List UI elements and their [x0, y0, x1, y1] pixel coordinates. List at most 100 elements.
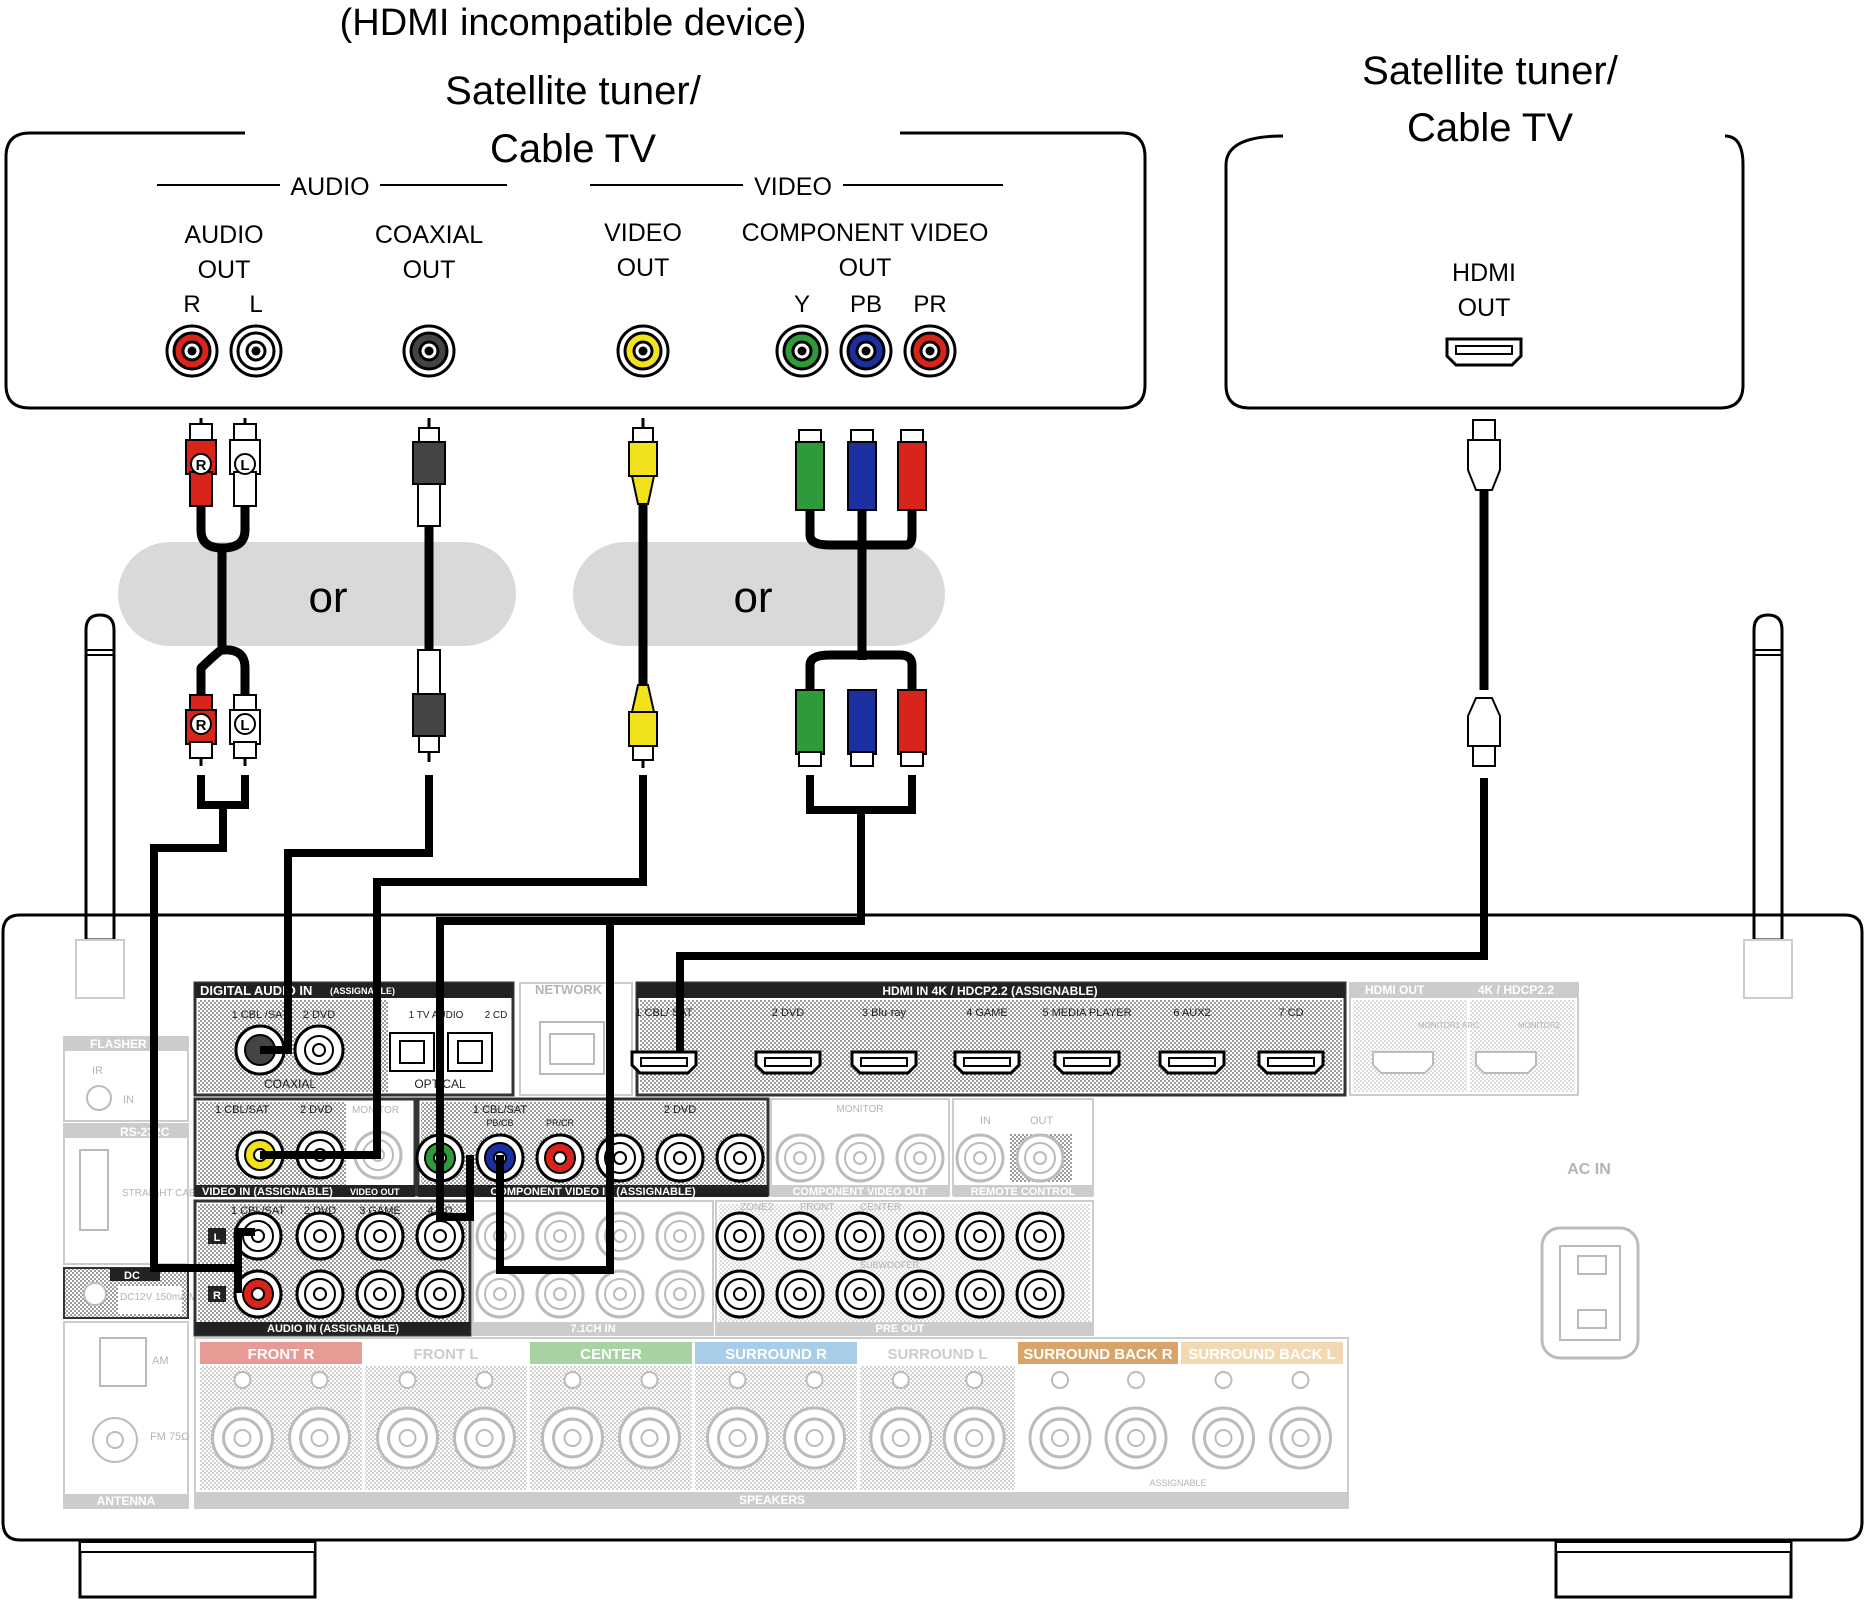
audio-out-label-2: OUT — [198, 256, 251, 284]
straight-cable-label: STRAIGHT CABLE — [122, 1188, 208, 1199]
audio-in-2-r-jack — [295, 1269, 345, 1319]
pre-out-zone2: ZONE2 — [740, 1202, 774, 1213]
hdmi-in-port-slot-5 — [1063, 1057, 1111, 1067]
hdmi-in-label-5: 5 MEDIA PLAYER — [1042, 1007, 1131, 1019]
component-video-out-label: COMPONENT VIDEO OUT — [792, 1186, 927, 1198]
speaker-band-7 — [1181, 1342, 1343, 1364]
speaker-band-label-2: FRONT L — [414, 1346, 479, 1363]
ac-in-label: AC IN — [1567, 1161, 1611, 1178]
pre-out-subwoofer: SUBWOOFER — [860, 1260, 920, 1270]
hdmi-in-label-7: 7 CD — [1278, 1007, 1303, 1019]
right-device-title-1: Satellite tuner/ — [1362, 49, 1619, 93]
am-label: AM — [152, 1355, 169, 1367]
speaker-terminal-7-1 — [1192, 1371, 1255, 1470]
pre-out-bottom-3 — [835, 1269, 885, 1319]
component-plugs — [795, 429, 927, 767]
speaker-terminal-6-2 — [1104, 1371, 1168, 1470]
speaker-band-5 — [860, 1342, 1015, 1364]
left-device-title-2: Cable TV — [490, 127, 656, 171]
audio-in-3-r-jack — [355, 1269, 405, 1319]
speakers-label: SPEAKERS — [739, 1493, 805, 1507]
pre-out-top-1 — [715, 1211, 765, 1261]
assignable-label: ASSIGNABLE — [1149, 1478, 1206, 1488]
pre-out-center: CENTER — [860, 1202, 901, 1213]
monitor2-label: MONITOR2 — [1518, 1021, 1561, 1030]
speaker-terminal-2-1 — [376, 1371, 439, 1470]
speaker-band-label-5: SURROUND L — [888, 1346, 988, 1363]
network-label: NETWORK — [535, 982, 603, 997]
audio-in-l-badge: L — [214, 1232, 221, 1244]
audio-in-label-1: 1 CBL/SAT — [231, 1205, 285, 1217]
hdmi-in-port-slot-2 — [764, 1057, 812, 1067]
foot-left — [78, 1540, 317, 1599]
hdmi-in-port-slot-6 — [1168, 1057, 1216, 1067]
coaxial-label: COAXIAL — [264, 1077, 316, 1091]
hdmi-plugs — [1467, 419, 1501, 767]
coax-plugs — [412, 418, 446, 762]
speaker-band-label-6: SURROUND BACK R — [1023, 1346, 1172, 1363]
hdmi-in-port-slot-7 — [1267, 1057, 1315, 1067]
speaker-terminal-5-1 — [869, 1371, 933, 1470]
video-in-label: VIDEO IN (ASSIGNABLE) — [202, 1186, 333, 1198]
speaker-terminal-3-1 — [541, 1371, 604, 1470]
coax-in-2: 2 DVD — [303, 1009, 335, 1021]
plug-l-top: L — [240, 457, 249, 474]
pre-out-top-4 — [895, 1211, 945, 1261]
audio-in-3-l-jack — [355, 1211, 405, 1261]
pre-out-top-5 — [955, 1211, 1005, 1261]
component-out-label-1: COMPONENT VIDEO — [742, 219, 989, 247]
speaker-band-label-4: SURROUND R — [725, 1346, 827, 1363]
hdmi-in-port-slot-1 — [640, 1057, 688, 1067]
pre-out-bottom-1 — [715, 1269, 765, 1319]
speaker-terminal-1-1 — [211, 1371, 274, 1470]
video-in-1: 1 CBL/SAT — [215, 1104, 269, 1116]
antenna-label: ANTENNA — [97, 1494, 156, 1508]
speaker-band-2 — [365, 1342, 527, 1364]
hdmi-incompatible-note: (HDMI incompatible device) — [340, 2, 807, 44]
av-receiver: DIGITAL AUDIO IN (ASSIGNABLE) 1 CBL /SAT… — [1, 913, 1864, 1599]
left-device-title-1: Satellite tuner/ — [445, 69, 702, 113]
group-audio-label: AUDIO — [290, 173, 369, 201]
speaker-band-1 — [200, 1342, 362, 1364]
component-pb-jack — [839, 324, 893, 378]
speaker-band-label-7: SURROUND BACK L — [1188, 1346, 1336, 1363]
audio-l-jack — [229, 324, 283, 378]
hdmi-in-label-2: 2 DVD — [772, 1007, 804, 1019]
hdmi-in-header: HDMI IN 4K / HDCP2.2 (ASSIGNABLE) — [882, 984, 1097, 998]
ch71-in-label: 7.1CH IN — [570, 1323, 615, 1335]
pre-out-top-2 — [775, 1211, 825, 1261]
rs232c-port — [79, 1149, 109, 1231]
component-in-pr: PR/CR — [546, 1118, 575, 1128]
or-bubble-video — [573, 542, 945, 646]
digital-audio-assignable: (ASSIGNABLE) — [330, 986, 395, 996]
component-pb-label: PB — [850, 291, 882, 318]
audio-r-jack — [165, 324, 219, 378]
remote-in-jack — [955, 1133, 1005, 1183]
audio-in-label: AUDIO IN (ASSIGNABLE) — [267, 1323, 399, 1335]
composite-plugs — [628, 418, 658, 768]
coax-out-label-1: COAXIAL — [375, 221, 483, 249]
component-pr-label: PR — [913, 291, 946, 318]
cable-routes — [150, 775, 1488, 1293]
am-terminal — [99, 1337, 147, 1387]
speaker-band-4 — [695, 1342, 857, 1364]
antenna-right — [1743, 613, 1793, 999]
audio-in-4-r-jack — [415, 1269, 465, 1319]
video-out-label-2: OUT — [617, 254, 670, 282]
pre-out-front: FRONT — [800, 1202, 834, 1213]
video-in-2: 2 DVD — [300, 1104, 332, 1116]
digital-audio-in-label: DIGITAL AUDIO IN — [200, 983, 312, 998]
coaxial-out-jack — [402, 324, 456, 378]
component-out-monitor: MONITOR — [836, 1104, 883, 1115]
component-out-y-jack — [775, 1133, 825, 1183]
left-source-device: (HDMI incompatible device) Satellite tun… — [4, 2, 1147, 410]
video-out-label-1: VIDEO — [604, 219, 682, 247]
ch71-in-bottom-3 — [595, 1269, 645, 1319]
component-in-2-y-jack — [595, 1133, 645, 1183]
group-video-label: VIDEO — [754, 173, 832, 201]
speaker-terminal-6-1 — [1028, 1371, 1092, 1470]
component-y-label: Y — [794, 291, 810, 318]
speaker-terminal-4-1 — [706, 1371, 769, 1470]
remote-out-label: OUT — [1030, 1115, 1054, 1127]
component-out-label-2: OUT — [839, 254, 892, 282]
